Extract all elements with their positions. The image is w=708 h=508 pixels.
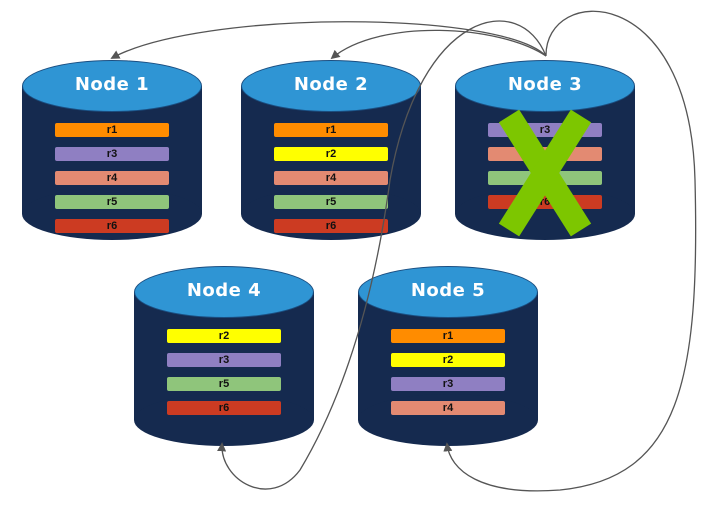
replica-r6: r6 xyxy=(274,219,388,233)
replica-r5: r5 xyxy=(167,377,281,391)
node-title: Node 4 xyxy=(186,280,262,301)
replica-r1: r1 xyxy=(274,123,388,137)
replica-r1: r1 xyxy=(391,329,505,343)
replica-r4: r4 xyxy=(274,171,388,185)
node-title: Node 1 xyxy=(74,74,150,95)
node-5: Node 5 r1 r2 r3 r4 xyxy=(358,266,538,446)
failure-cross-icon xyxy=(498,109,592,237)
replica-r4: r4 xyxy=(391,401,505,415)
replica-r3: r3 xyxy=(55,147,169,161)
replica-r6: r6 xyxy=(167,401,281,415)
replica-r2: r2 xyxy=(391,353,505,367)
node-4: Node 4 r2 r3 r5 r6 xyxy=(134,266,314,446)
replica-r6: r6 xyxy=(55,219,169,233)
replica-r1: r1 xyxy=(55,123,169,137)
node-1: Node 1 r1 r3 r4 r5 r6 xyxy=(22,60,202,240)
arrow-to-node-1 xyxy=(110,21,547,59)
replica-r4: r4 xyxy=(55,171,169,185)
node-title: Node 5 xyxy=(410,280,486,301)
replica-r5: r5 xyxy=(55,195,169,209)
node-2: Node 2 r1 r2 r4 r5 r6 xyxy=(241,60,421,240)
replica-r2: r2 xyxy=(167,329,281,343)
replica-r5: r5 xyxy=(274,195,388,209)
replica-r3: r3 xyxy=(167,353,281,367)
replica-r3: r3 xyxy=(391,377,505,391)
replica-r2: r2 xyxy=(274,147,388,161)
node-title: Node 2 xyxy=(293,74,369,95)
node-title: Node 3 xyxy=(507,74,583,95)
arrow-to-node-2 xyxy=(330,29,547,60)
